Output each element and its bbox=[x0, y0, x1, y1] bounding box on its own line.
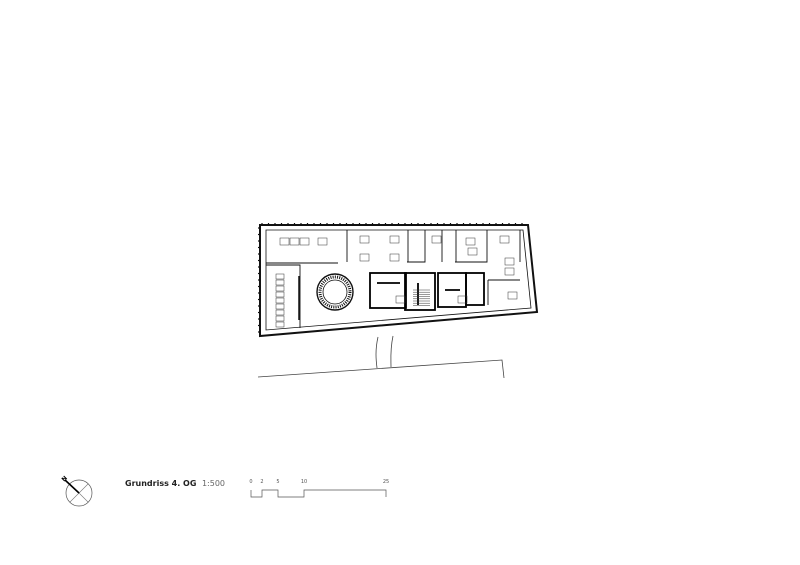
scale-tick: 10 bbox=[300, 479, 308, 485]
spiral-stair bbox=[316, 273, 354, 311]
desk bbox=[299, 237, 310, 246]
interior-walls bbox=[266, 230, 521, 328]
desk bbox=[457, 295, 468, 304]
drawing-title-block: Grundriss 4. OG 1:500 bbox=[125, 479, 225, 488]
desk bbox=[389, 235, 400, 244]
furniture bbox=[275, 235, 518, 328]
facade-mullions bbox=[258, 223, 523, 333]
north-arrow: N bbox=[60, 475, 93, 507]
stair-core bbox=[413, 289, 430, 306]
conference-table-segment bbox=[275, 321, 285, 328]
building-exterior-wall bbox=[259, 224, 539, 338]
drawing-scale: 1:500 bbox=[201, 479, 225, 488]
conference-table-segment bbox=[275, 273, 285, 280]
desk bbox=[395, 295, 406, 304]
desk bbox=[499, 235, 510, 244]
north-label: N bbox=[60, 475, 69, 484]
drawing-title: Grundriss 4. OG bbox=[125, 479, 197, 488]
conference-table-segment bbox=[275, 279, 285, 286]
core-rooms bbox=[369, 272, 485, 311]
desk bbox=[507, 291, 518, 300]
desk bbox=[289, 237, 300, 246]
scale-tick: 25 bbox=[382, 479, 390, 485]
desk bbox=[467, 247, 478, 256]
conference-table-segment bbox=[275, 315, 285, 322]
desk bbox=[504, 267, 515, 276]
conference-table-segment bbox=[275, 297, 285, 304]
scale-tick: 0 bbox=[249, 479, 253, 485]
conference-table-segment bbox=[275, 309, 285, 316]
desk bbox=[279, 237, 290, 246]
scale-tick: 2 bbox=[260, 479, 264, 485]
desk bbox=[317, 237, 328, 246]
conference-table-segment bbox=[275, 285, 285, 292]
desk bbox=[359, 235, 370, 244]
scale-bar bbox=[250, 489, 387, 498]
conference-table-segment bbox=[275, 303, 285, 310]
desk bbox=[504, 257, 515, 266]
desk bbox=[465, 237, 476, 246]
scale-tick: 5 bbox=[276, 479, 280, 485]
site-outline bbox=[257, 335, 505, 379]
desk bbox=[431, 235, 442, 244]
desk bbox=[389, 253, 400, 262]
desk bbox=[359, 253, 370, 262]
conference-table-segment bbox=[275, 291, 285, 298]
